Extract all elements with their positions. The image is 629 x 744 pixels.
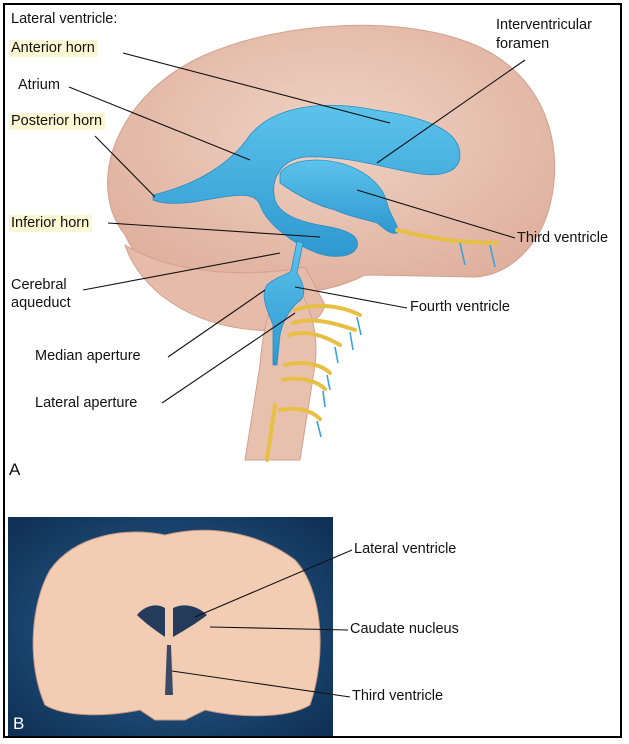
photo-lateral-ventricles <box>137 605 207 637</box>
leader-lines-a <box>68 52 526 404</box>
panel-b-letter: B <box>13 714 25 733</box>
lateral-ventricle-label-b: Lateral ventricle <box>354 541 457 557</box>
third-ventricle-label-a: Third ventricle <box>517 230 609 246</box>
cerebral-aqueduct-label-line2: aqueduct <box>11 295 71 311</box>
panel-a-letter: A <box>9 460 21 479</box>
lateral-ventricle-shape <box>152 104 461 257</box>
median-aperture-label: Median aperture <box>35 348 141 364</box>
csf-flow-arrows <box>316 242 496 438</box>
caudate-nucleus-label: Caudate nucleus <box>350 621 459 637</box>
leader-lines-b <box>171 549 353 698</box>
third-ventricle-shape <box>279 159 398 234</box>
fourth-ventricle-shape <box>263 240 305 366</box>
ventricular-system <box>152 104 461 366</box>
atrium-label: Atrium <box>18 77 60 93</box>
lateral-ventricle-heading: Lateral ventricle: <box>11 11 118 27</box>
figure-frame: Lateral ventricle: Anterior horn Atrium … <box>3 3 622 738</box>
posterior-horn-label: Posterior horn <box>9 113 106 130</box>
inferior-horn-label: Inferior horn <box>9 215 93 232</box>
third-ventricle-label-b: Third ventricle <box>352 688 444 704</box>
lateral-aperture-label: Lateral aperture <box>35 395 138 411</box>
interventricular-foramen-label-line2: foramen <box>496 36 550 52</box>
fourth-ventricle-label: Fourth ventricle <box>410 299 510 315</box>
photo-third-ventricle <box>165 645 173 695</box>
nerve-roots <box>265 228 499 462</box>
anterior-horn-label: Anterior horn <box>9 40 98 57</box>
cerebral-aqueduct-label-line1: Cerebral <box>11 277 67 293</box>
interventricular-foramen-label-line1: Interventricular <box>496 17 592 33</box>
ventricle-illustration <box>8 24 556 736</box>
